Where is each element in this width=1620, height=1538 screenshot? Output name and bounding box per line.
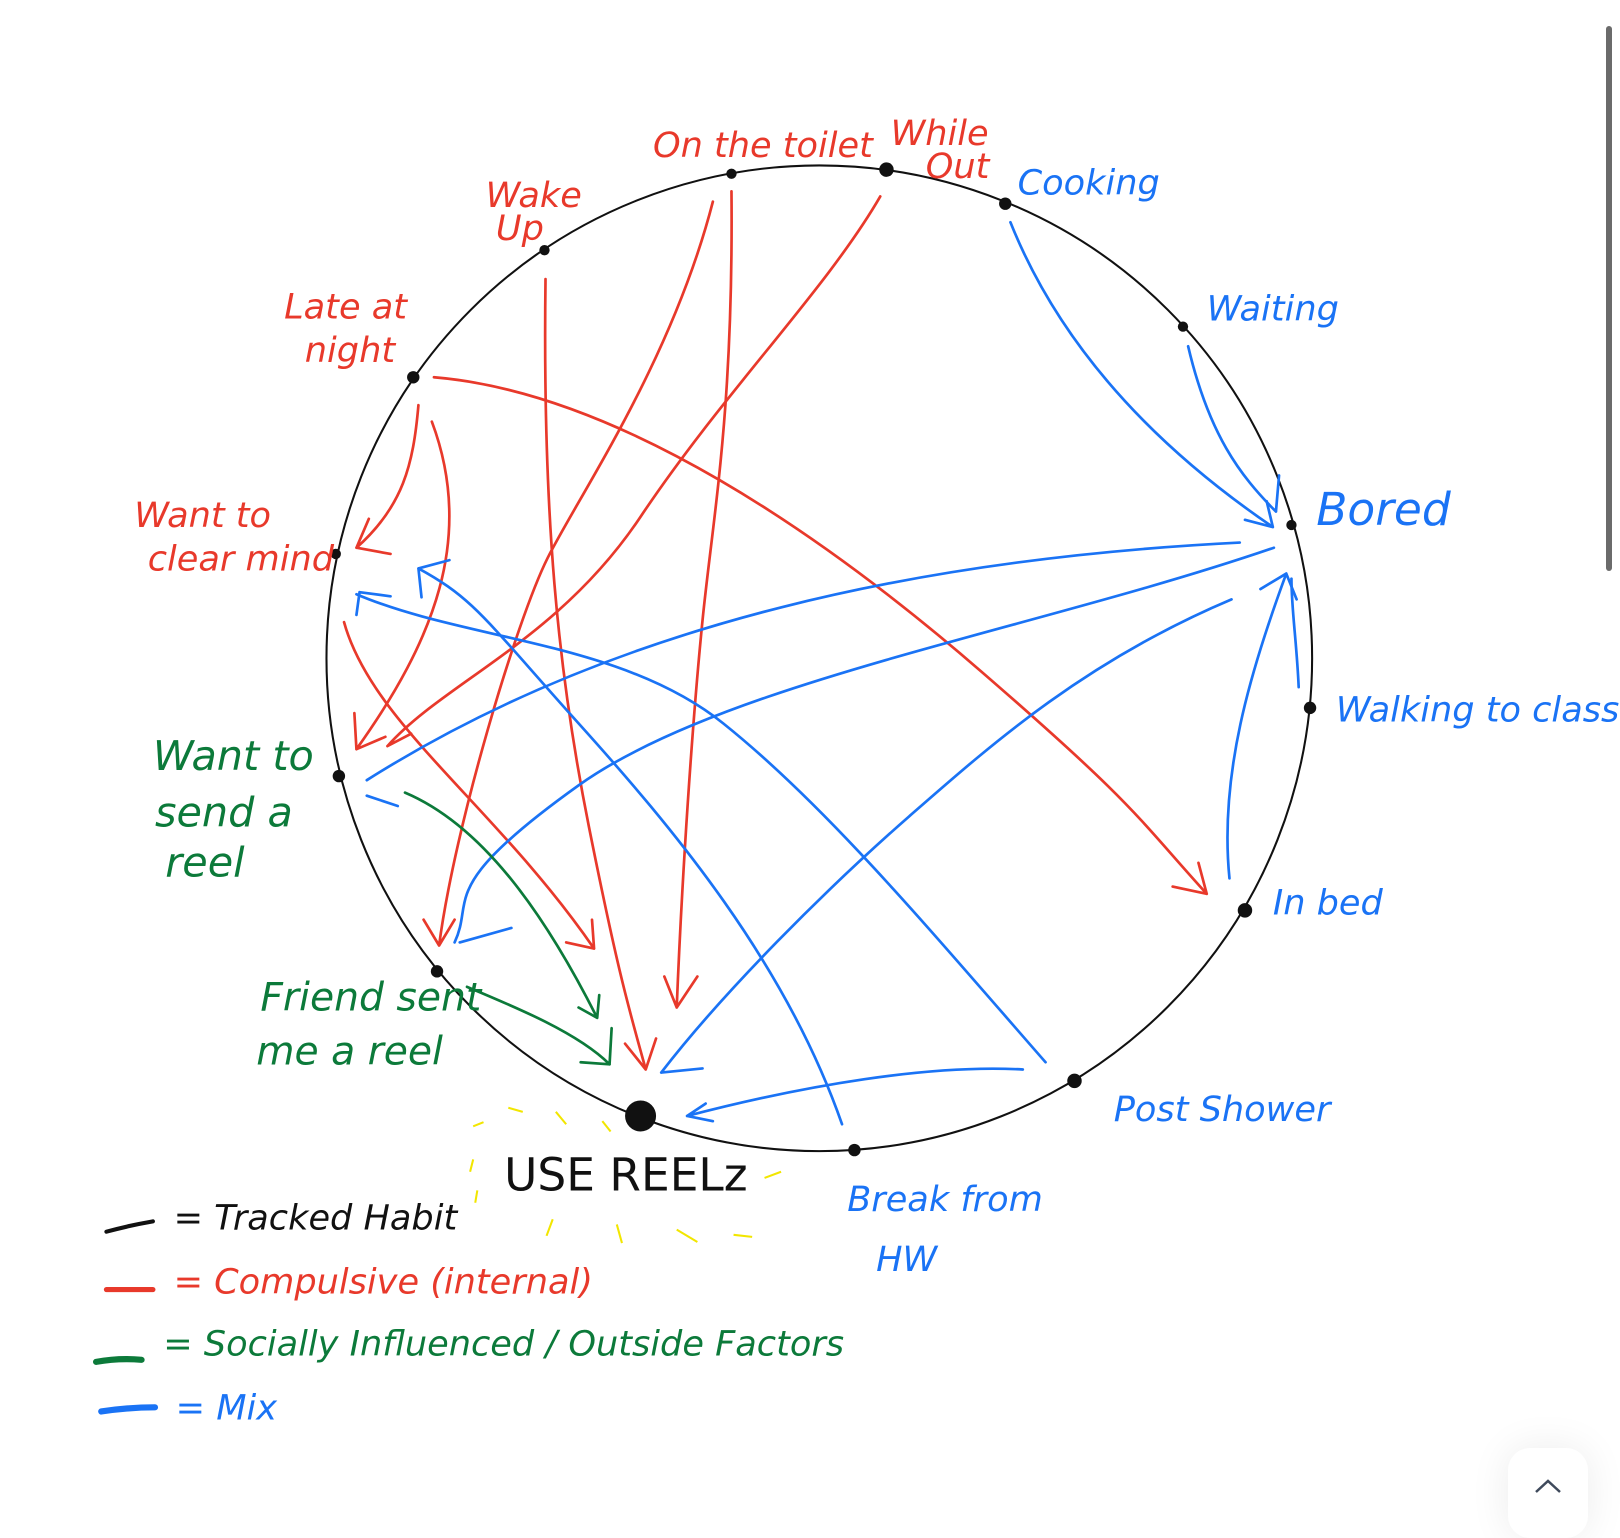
scroll-to-top-button[interactable] xyxy=(1508,1448,1588,1538)
highlight-rays xyxy=(469,1106,782,1244)
node-while-out xyxy=(879,162,894,177)
legend-swatch-social xyxy=(92,1356,145,1365)
node-want-to-clear-mind xyxy=(330,548,341,560)
label-wake-up-2: Up xyxy=(496,208,544,249)
label-cooking: Cooking xyxy=(1018,162,1160,203)
circle-nodes xyxy=(330,162,1317,1157)
node-walking-to-class xyxy=(1303,701,1317,715)
node-on-the-toilet xyxy=(726,168,737,179)
legend-tracked: = Tracked Habit xyxy=(174,1198,459,1239)
label-walking-to-class: Walking to class xyxy=(1336,689,1619,730)
node-break-from-hw xyxy=(848,1143,861,1157)
legend-compulsive: = Compulsive (internal) xyxy=(174,1262,593,1303)
label-clear-mind-2: clear mind xyxy=(148,538,335,579)
node-use-reels xyxy=(625,1100,657,1132)
node-in-bed xyxy=(1237,903,1253,918)
legend-social: = Socially Influenced / Outside Factors xyxy=(163,1324,844,1365)
label-break-from-hw-2: HW xyxy=(876,1239,938,1280)
label-in-bed: In bed xyxy=(1273,883,1384,924)
label-late-at-night: Late at xyxy=(284,286,408,327)
label-bored: Bored xyxy=(1316,483,1452,536)
social-arrows xyxy=(403,791,613,1066)
label-while-out: While xyxy=(891,113,989,154)
label-late-at-night-2: night xyxy=(305,330,397,371)
legend: = Tracked Habit = Compulsive (internal) … xyxy=(92,1198,844,1429)
chevron-up-icon xyxy=(1535,1479,1561,1493)
node-want-to-send-reel xyxy=(332,769,346,783)
vertical-scrollbar[interactable] xyxy=(1606,26,1612,571)
legend-mix: = Mix xyxy=(176,1388,279,1429)
label-wake-up: Wake xyxy=(486,175,582,216)
label-use-reels: USE REELz xyxy=(504,1148,747,1201)
habit-circle xyxy=(325,164,1314,1153)
label-post-shower: Post Shower xyxy=(1114,1089,1333,1130)
label-while-out-2: Out xyxy=(926,146,991,187)
node-late-at-night xyxy=(407,371,420,384)
legend-swatch-tracked xyxy=(104,1219,155,1234)
node-wake-up xyxy=(539,245,550,256)
label-friend-sent-2: me a reel xyxy=(256,1029,443,1074)
label-break-from-hw: Break from xyxy=(847,1179,1043,1220)
label-on-the-toilet: On the toilet xyxy=(653,125,874,166)
label-want-to-send-3: reel xyxy=(165,838,245,886)
label-want-to-send: Want to xyxy=(153,732,314,780)
node-friend-sent-reel xyxy=(430,965,444,978)
label-friend-sent: Friend sent xyxy=(260,976,483,1021)
legend-swatch-mix xyxy=(98,1404,159,1415)
node-cooking xyxy=(999,197,1012,210)
node-post-shower xyxy=(1067,1073,1082,1089)
compulsive-arrows xyxy=(342,189,1209,1071)
node-waiting xyxy=(1177,321,1189,332)
label-want-to-send-2: send a xyxy=(155,789,293,837)
node-bored xyxy=(1286,519,1297,531)
label-waiting: Waiting xyxy=(1207,288,1339,329)
label-clear-mind: Want to xyxy=(134,495,271,536)
mix-arrows xyxy=(355,220,1301,1126)
